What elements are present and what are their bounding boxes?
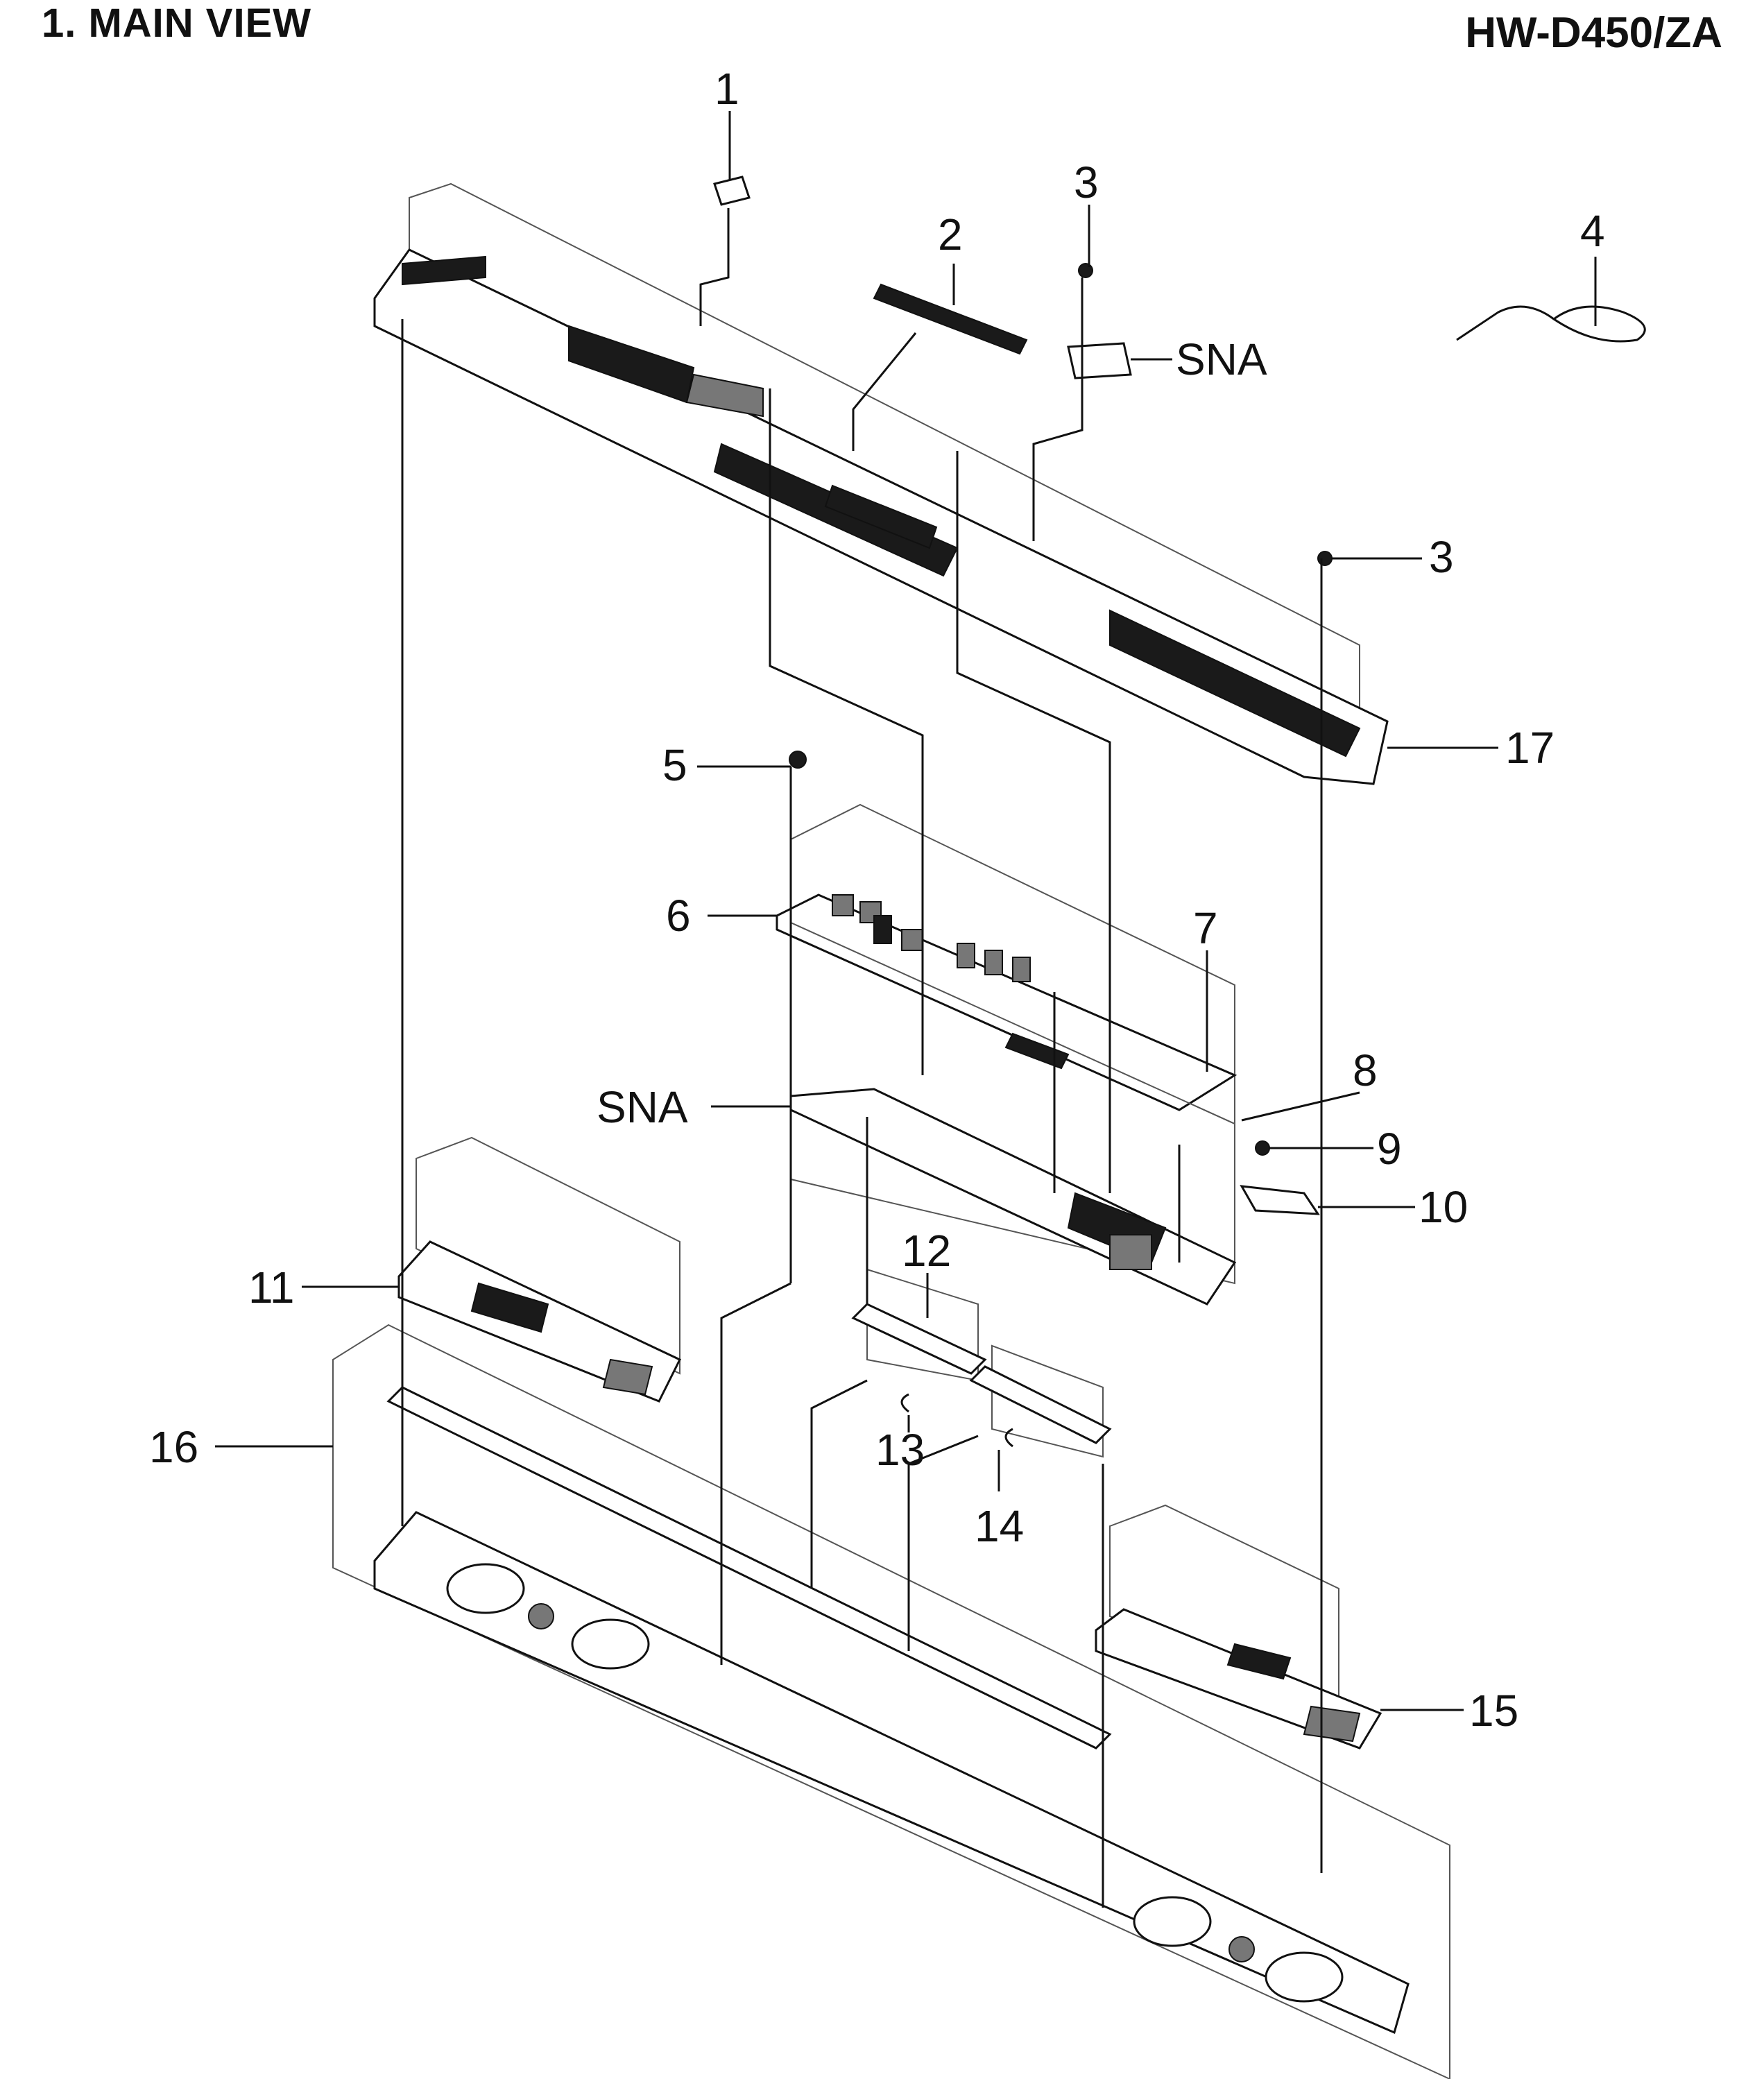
bottom-cabinet: [332, 1324, 1450, 2079]
leader-lines: [215, 111, 1597, 1711]
callout-13: 13: [875, 1425, 925, 1475]
section-title: 1. MAIN VIEW: [42, 1, 312, 46]
callout-3-right: 3: [1429, 532, 1454, 582]
callout-3-top: 3: [1074, 157, 1099, 207]
callout-labels: 1 2 3 3 4 SNA 5 6 7 8 9 10 SNA 11 12 13 …: [149, 64, 1605, 1736]
callout-1: 1: [714, 64, 739, 114]
callout-5: 5: [662, 740, 687, 790]
callout-15: 15: [1469, 1686, 1518, 1736]
callout-4: 4: [1580, 206, 1605, 256]
speaker-module-right: [1095, 1504, 1382, 1749]
callout-17: 17: [1505, 723, 1555, 773]
assembly-guide-lines: [401, 208, 1323, 1908]
callout-12: 12: [902, 1226, 951, 1276]
callout-sna-top: SNA: [1176, 334, 1267, 384]
model-number: HW-D450/ZA: [1465, 9, 1722, 57]
callout-11: 11: [248, 1263, 294, 1312]
callout-14: 14: [975, 1501, 1024, 1551]
chassis-plate: [789, 1088, 1237, 1306]
top-cover-assembly: [373, 182, 1389, 785]
callout-8: 8: [1353, 1045, 1378, 1095]
callout-6: 6: [666, 891, 691, 941]
speaker-module-left: [397, 1136, 682, 1403]
callout-9: 9: [1377, 1124, 1402, 1174]
callout-10: 10: [1419, 1182, 1468, 1232]
small-boards: [851, 1268, 1112, 1458]
callout-2: 2: [938, 209, 963, 259]
small-parts: [713, 176, 1646, 1215]
callout-7: 7: [1193, 903, 1218, 953]
callout-16: 16: [149, 1422, 198, 1472]
callout-sna-middle: SNA: [597, 1082, 688, 1132]
main-pcb-assembly: [776, 803, 1238, 1285]
